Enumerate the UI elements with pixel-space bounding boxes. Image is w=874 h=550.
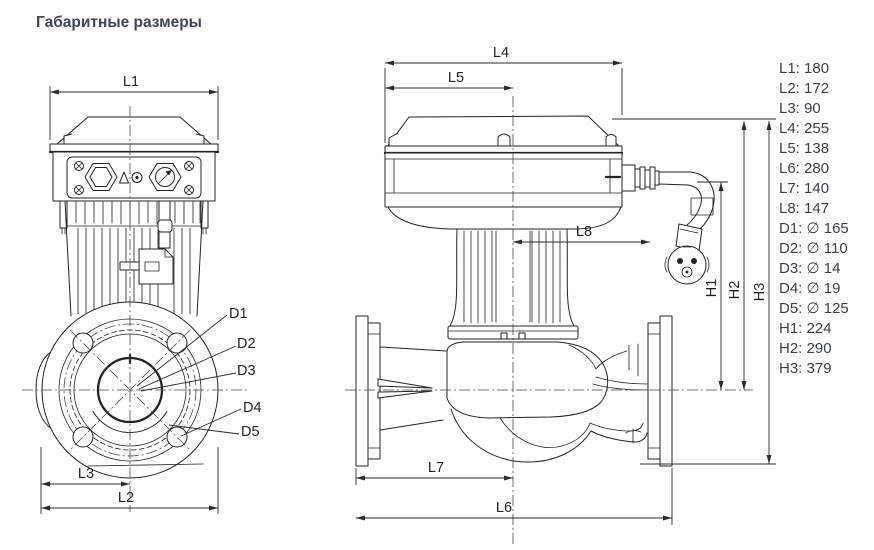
front-terminal-box <box>48 116 220 202</box>
side-dimensions: L4 L5 L8 L7 L6 <box>355 45 673 525</box>
dim-label-d4: D4 <box>243 400 262 416</box>
dim-label-l7: L7 <box>428 460 444 476</box>
power-cable-plug <box>604 164 715 285</box>
dim-label-h2: H2 <box>727 281 743 300</box>
legend-item: H2: 290 <box>779 340 832 357</box>
dim-label-h3: H3 <box>752 283 768 302</box>
dim-label-l2: L2 <box>118 490 134 506</box>
legend-item: D2: ∅ 110 <box>779 240 848 257</box>
diameter-leaders: D1 D2 D3 D4 D5 <box>136 306 262 440</box>
dim-label-l4: L4 <box>493 45 509 61</box>
legend-item: L1: 180 <box>779 60 830 77</box>
hex-plug-icon <box>84 163 118 191</box>
earth-symbol-icon <box>131 172 143 183</box>
dim-label-d3: D3 <box>237 363 256 379</box>
height-dimensions: H1 H2 H3 <box>612 118 776 465</box>
legend-item: D4: ∅ 19 <box>779 280 841 297</box>
side-flanges <box>355 315 673 467</box>
side-motor-column <box>447 228 579 340</box>
front-motor-fins <box>59 200 209 317</box>
legend-item: D3: ∅ 14 <box>779 260 841 277</box>
front-panel-screws <box>74 161 194 195</box>
legend-item: H3: 379 <box>779 360 832 377</box>
legend-item: D1: ∅ 165 <box>779 220 849 237</box>
page-title: Габаритные размеры <box>36 14 202 31</box>
legend-item: L5: 138 <box>779 140 830 157</box>
side-view-drawing: L4 L5 L8 L7 L6 H1 <box>345 45 776 546</box>
dim-label-l3: L3 <box>78 466 94 482</box>
dim-label-d2: D2 <box>237 336 256 352</box>
legend-item: L3: 90 <box>779 100 821 117</box>
front-view-drawing: D1 D2 D3 D4 D5 L1 L3 L2 <box>22 74 262 514</box>
warning-triangle-icon <box>119 171 129 184</box>
side-terminal-box <box>383 115 624 230</box>
dim-label-l6: L6 <box>496 500 512 516</box>
dimension-legend: L1: 180 L2: 172 L3: 90 L4: 255 L5: 138 L… <box>779 59 849 379</box>
dim-label-d1: D1 <box>229 306 248 322</box>
legend-item: L7: 140 <box>779 180 830 197</box>
schuko-plug-icon <box>664 245 710 285</box>
dim-label-l5: L5 <box>448 70 464 86</box>
legend-item: L8: 147 <box>779 200 830 217</box>
cable-gland-front <box>148 163 182 191</box>
side-volute <box>377 341 649 463</box>
dim-label-h1: H1 <box>704 279 720 298</box>
legend-item: D5: ∅ 125 <box>779 300 849 317</box>
front-dimensions: L1 L3 L2 <box>40 74 219 514</box>
legend-item: L4: 255 <box>779 120 830 137</box>
legend-item: L6: 280 <box>779 160 830 177</box>
dim-label-d5: D5 <box>241 424 260 440</box>
dim-label-l1: L1 <box>123 74 139 90</box>
dim-label-l8: L8 <box>576 224 592 240</box>
legend-item: L2: 172 <box>779 80 830 97</box>
legend-item: H1: 224 <box>779 320 832 337</box>
